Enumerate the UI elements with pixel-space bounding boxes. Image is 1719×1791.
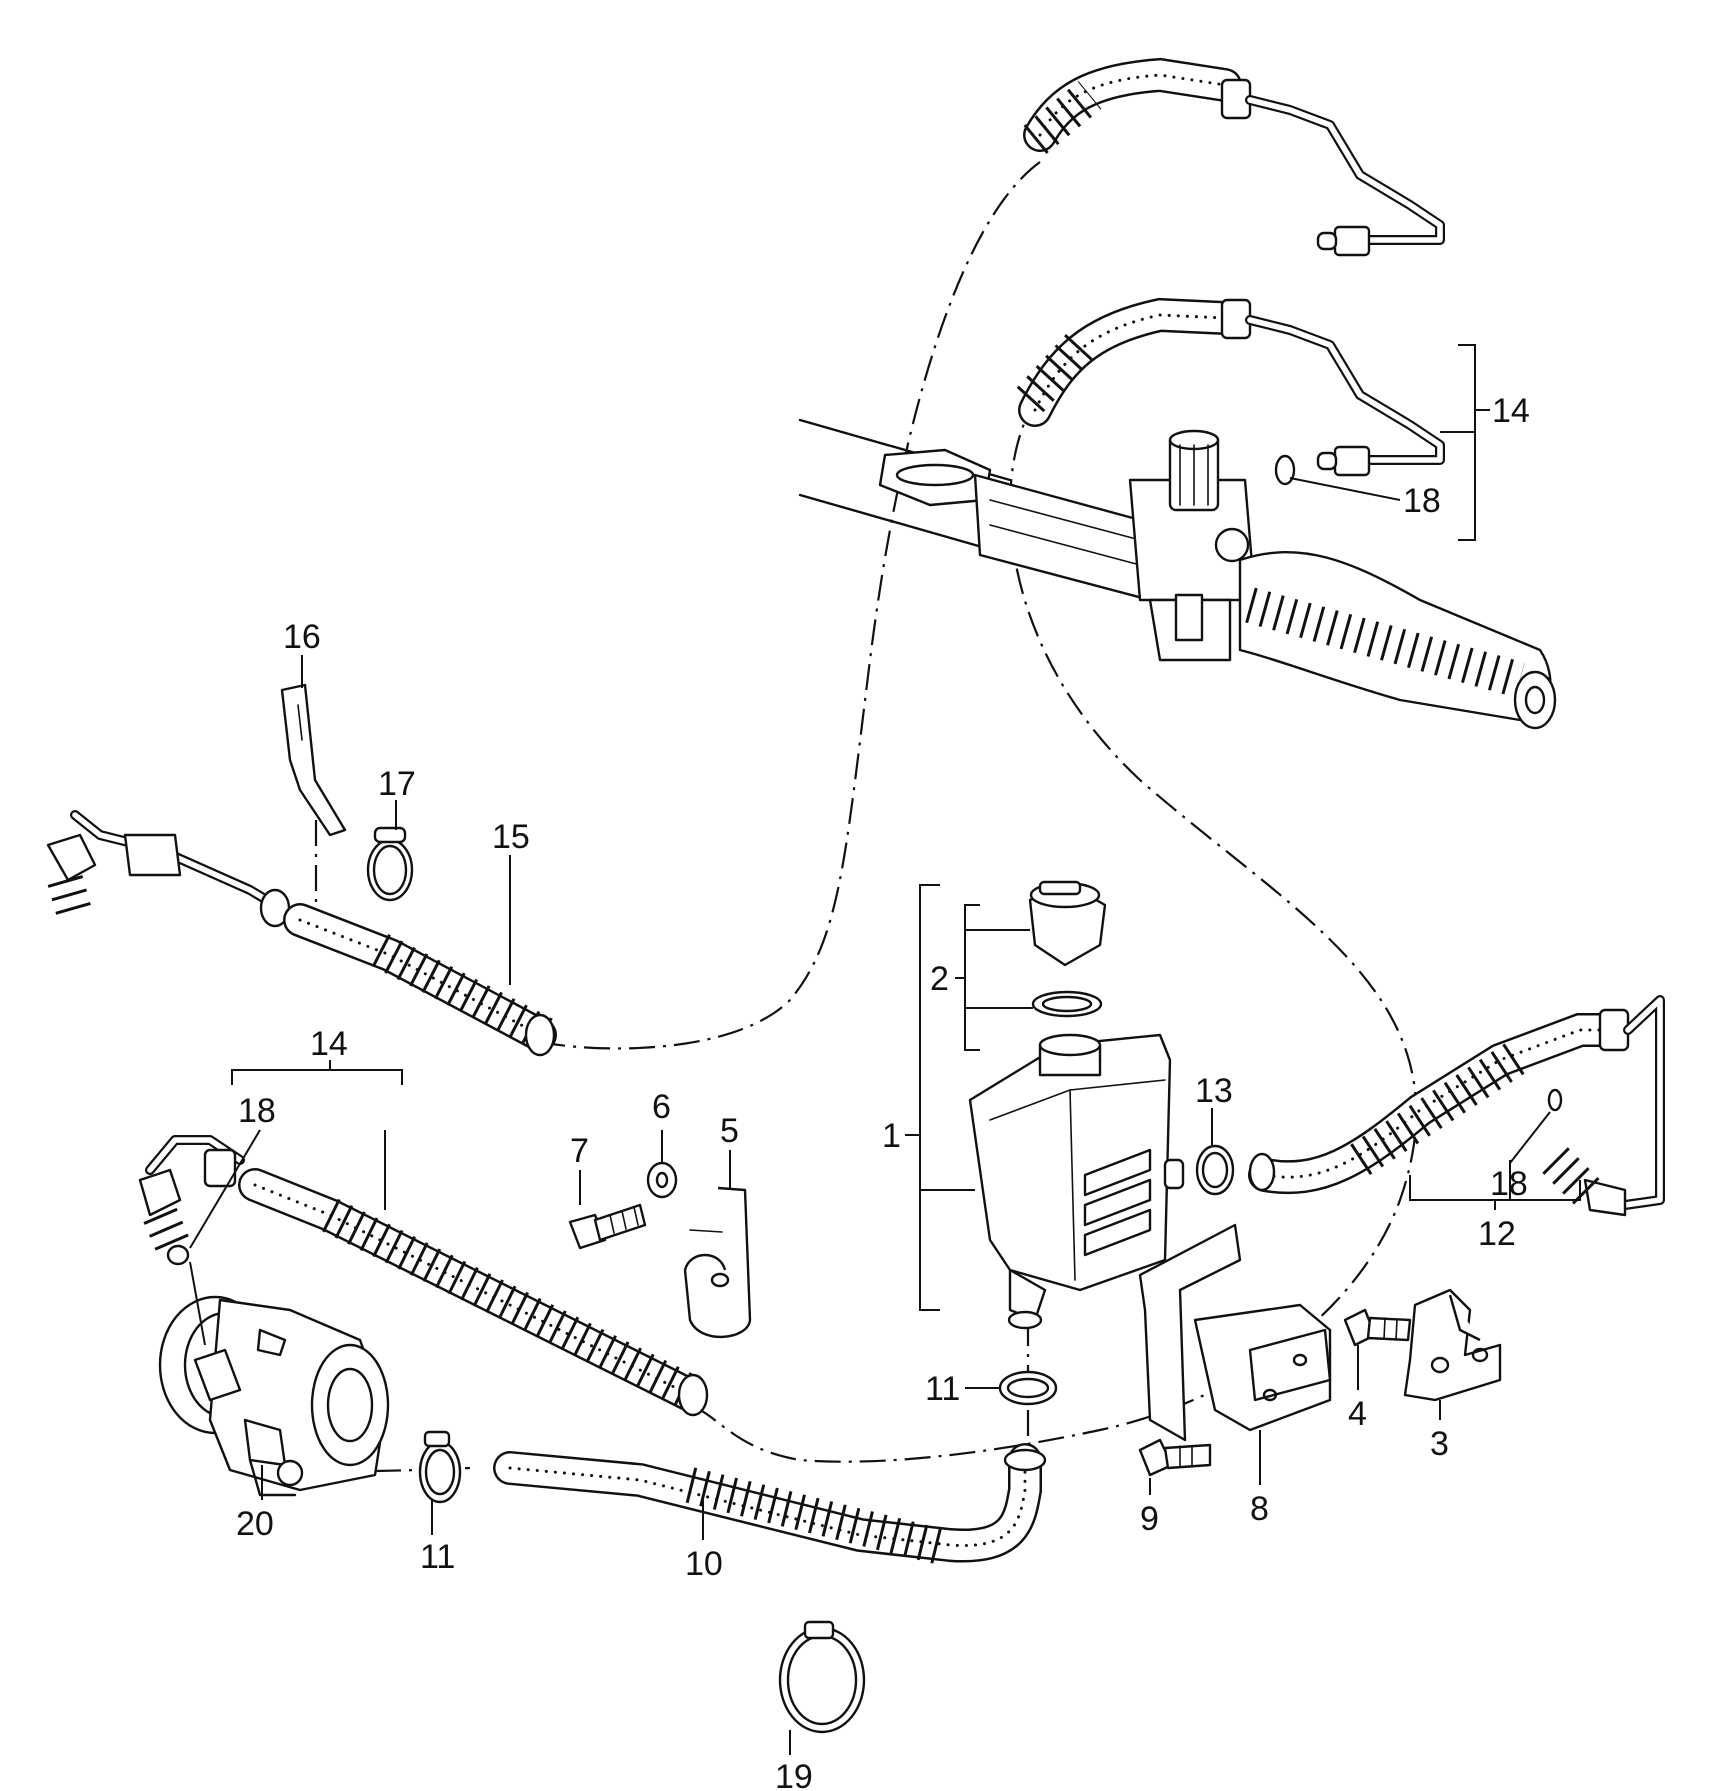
callout-9: 9 <box>1140 1500 1159 1538</box>
bolt-7 <box>568 1203 647 1250</box>
steering-rack <box>798 418 1557 730</box>
callout-14-upper: 14 <box>1492 392 1530 430</box>
rack-boot-end <box>1513 670 1557 730</box>
callout-6: 6 <box>652 1088 671 1126</box>
upper-hose-union-nut <box>1333 445 1371 477</box>
callout-18-right: 18 <box>1490 1165 1528 1203</box>
route-upper-hose <box>544 161 1041 1050</box>
callout-8: 8 <box>1250 1490 1269 1528</box>
clamp-17 <box>366 826 414 902</box>
lower-fitting <box>138 1168 182 1217</box>
rack-boot-ribs <box>1245 587 1525 698</box>
callout-20: 20 <box>236 1505 274 1543</box>
callout-11-left: 11 <box>420 1538 455 1576</box>
callout-7: 7 <box>570 1132 589 1170</box>
clamp-19 <box>778 1620 866 1734</box>
o-ring-18-lower <box>166 1244 190 1266</box>
o-ring-18-rack <box>1274 454 1296 486</box>
callout-19: 19 <box>775 1758 813 1791</box>
callout-11-reservoir: 11 <box>925 1370 960 1408</box>
right-return-fitting <box>1583 1178 1627 1217</box>
bolt-9 <box>1138 1438 1212 1477</box>
right-return-hose <box>1248 995 1665 1217</box>
rack-boot <box>1238 550 1552 722</box>
callout-10: 10 <box>685 1545 723 1583</box>
steering-pump <box>158 1295 390 1497</box>
return-hose <box>493 1443 1047 1566</box>
callout-14-lower: 14 <box>310 1025 348 1063</box>
left-upper-union <box>123 833 182 877</box>
callout-labels: 14 18 16 17 15 14 18 6 7 5 2 1 13 18 12 … <box>236 392 1530 1791</box>
left-upper-hose <box>46 810 557 1057</box>
clamp-13 <box>1195 1144 1235 1196</box>
clip-5 <box>683 1186 752 1339</box>
top-hose-view <box>1023 57 1445 257</box>
callout-3: 3 <box>1430 1425 1449 1463</box>
upper-pressure-hose <box>1016 297 1445 477</box>
bracket-3 <box>1403 1288 1502 1402</box>
leader-lines <box>189 344 1581 1755</box>
callout-18-lower: 18 <box>238 1092 276 1130</box>
callout-15: 15 <box>492 818 530 856</box>
rack-housing <box>973 473 1152 602</box>
washer-6 <box>646 1161 678 1199</box>
callout-4: 4 <box>1348 1395 1367 1433</box>
route-return-hose <box>699 394 1418 1463</box>
rack-port-fitting <box>1214 527 1250 563</box>
callout-13: 13 <box>1195 1072 1233 1110</box>
left-upper-fitting <box>46 833 97 882</box>
callout-2: 2 <box>930 960 949 998</box>
callout-5: 5 <box>720 1112 739 1150</box>
callout-18-upper: 18 <box>1403 482 1441 520</box>
bracket-8 <box>1138 1223 1332 1442</box>
reservoir <box>968 1033 1185 1330</box>
bracket-16 <box>280 683 347 837</box>
callout-17: 17 <box>378 765 416 803</box>
callout-12: 12 <box>1478 1215 1516 1253</box>
clamp-11-left <box>418 1430 462 1504</box>
reservoir-cap <box>1028 880 1107 967</box>
callout-1: 1 <box>882 1117 901 1155</box>
clamp-11-reservoir <box>998 1370 1058 1406</box>
lower-pressure-hose <box>138 1135 709 1417</box>
callout-16: 16 <box>283 618 321 656</box>
bolt-4 <box>1343 1308 1412 1347</box>
o-ring-18-right <box>1547 1088 1563 1112</box>
